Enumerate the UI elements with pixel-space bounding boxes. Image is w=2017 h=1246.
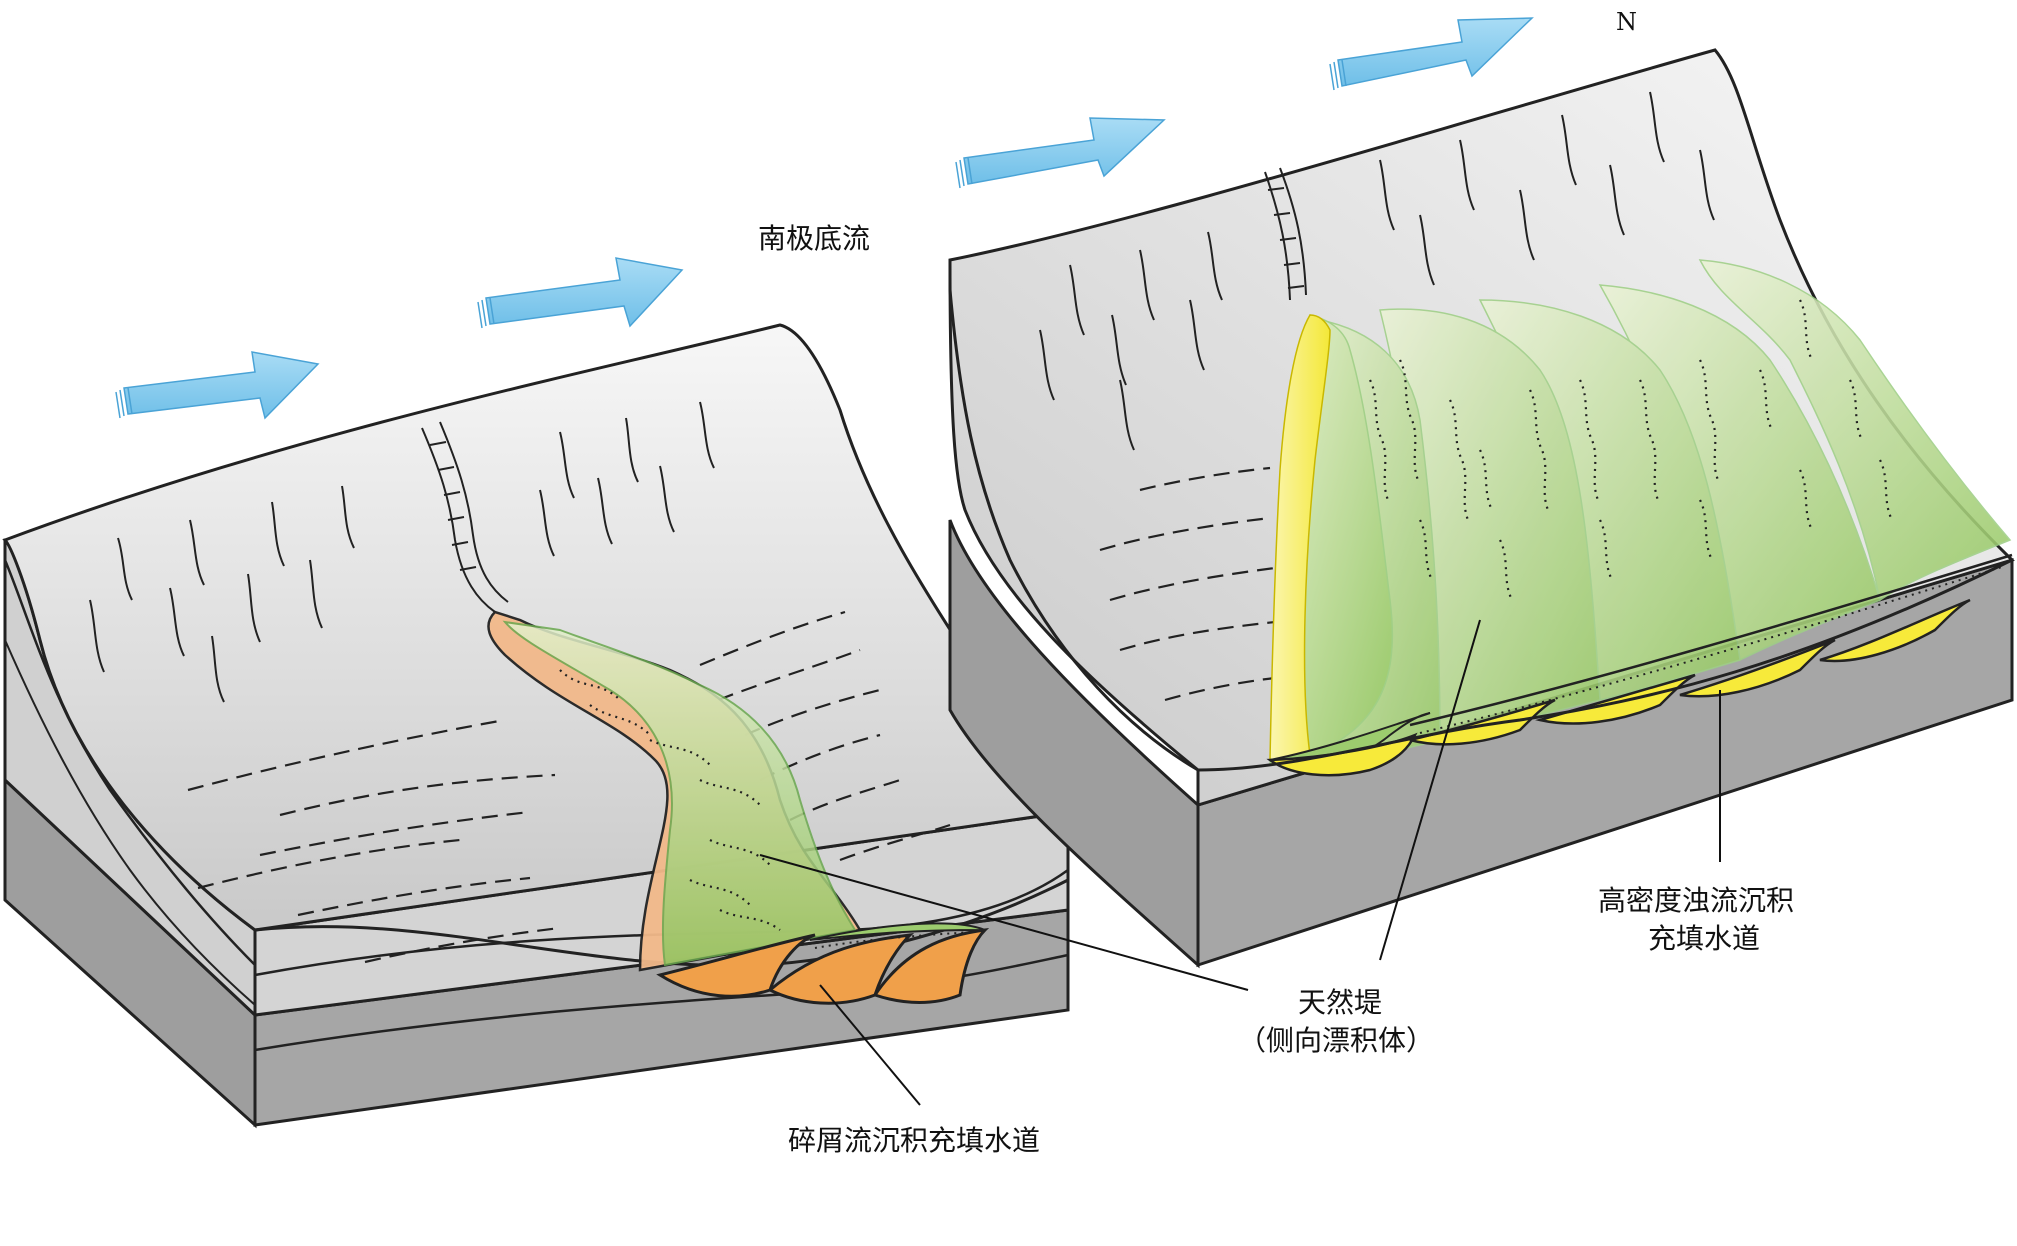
levee-green-fill	[502, 620, 857, 967]
left-contour-dashes	[187, 610, 951, 964]
right-block	[948, 48, 2015, 969]
turbidite-label-line2: 充填水道	[1648, 922, 1760, 955]
left-slope-gullies	[89, 401, 715, 703]
leader-lines	[759, 619, 1721, 1106]
current-arrows	[115, 17, 1534, 420]
arrow-1	[115, 351, 320, 420]
arrow-2	[477, 257, 684, 329]
arrow-4	[1329, 17, 1534, 91]
turbidite-label-line1: 高密度浊流沉积	[1598, 884, 1794, 917]
left-canyon-head	[421, 421, 509, 613]
current-label: 南极底流	[758, 222, 870, 255]
debris-channel-fills	[656, 922, 990, 1005]
debris-channel-label: 碎屑流沉积充填水道	[788, 1124, 1040, 1157]
levee-flow-dots	[559, 669, 781, 931]
levee-label-line1: 天然堤	[1298, 986, 1382, 1019]
right-side-base	[948, 519, 1200, 969]
left-block	[2, 323, 1071, 1129]
right-canyon-head	[1264, 167, 1307, 301]
right-slope-gullies	[1039, 91, 1715, 451]
arrow-3	[955, 117, 1166, 189]
north-label: N	[1616, 8, 1637, 36]
right-contour-dashes	[1099, 466, 1276, 702]
levee-label-line2: （侧向漂积体）	[1238, 1024, 1434, 1057]
